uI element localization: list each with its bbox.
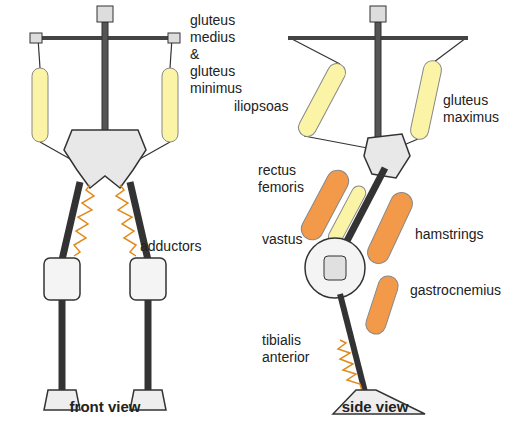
muscle-actuator [409,59,443,141]
muscle-label: vastus [262,231,322,248]
muscle-actuator [295,60,348,139]
bar-cap [168,33,180,43]
adductor-spring [116,185,136,256]
muscle-label: hamstrings [415,226,510,243]
side-view-drawing [288,6,468,414]
muscle-label: gluteus medius & gluteus minimus [190,12,246,97]
shin-link [59,300,66,392]
muscle-label: tibialis anterior [262,332,324,366]
front-view-drawing [30,6,180,410]
muscle-label: gluteus maximus [443,92,503,126]
muscle-actuator [364,189,416,267]
pelvis-block [64,130,146,188]
knee-block [130,258,166,300]
cable [434,38,466,62]
shin-link [145,300,152,392]
muscle-label: adductors [140,238,230,255]
muscle-actuator [326,183,368,246]
knee-block [44,258,80,300]
shin-link [340,294,365,392]
cable [290,38,340,64]
frame-post [375,22,381,142]
muscle-label: rectus femoris [258,162,314,196]
view-caption: front view [40,398,170,415]
top-block [370,6,386,22]
top-block [97,6,113,22]
bar-cap [30,33,42,43]
view-caption: side view [315,398,435,415]
muscle-actuator [162,68,178,142]
frame-post [102,22,108,134]
tibialis-spring [338,340,362,390]
muscle-actuator [32,68,48,142]
muscle-label: gastrocnemius [410,282,514,299]
knee-hub [324,256,346,280]
knee-joint [305,238,365,298]
adductor-spring [74,185,94,256]
muscle-actuator [363,273,401,336]
muscle-label: iliopsoas [234,98,314,115]
